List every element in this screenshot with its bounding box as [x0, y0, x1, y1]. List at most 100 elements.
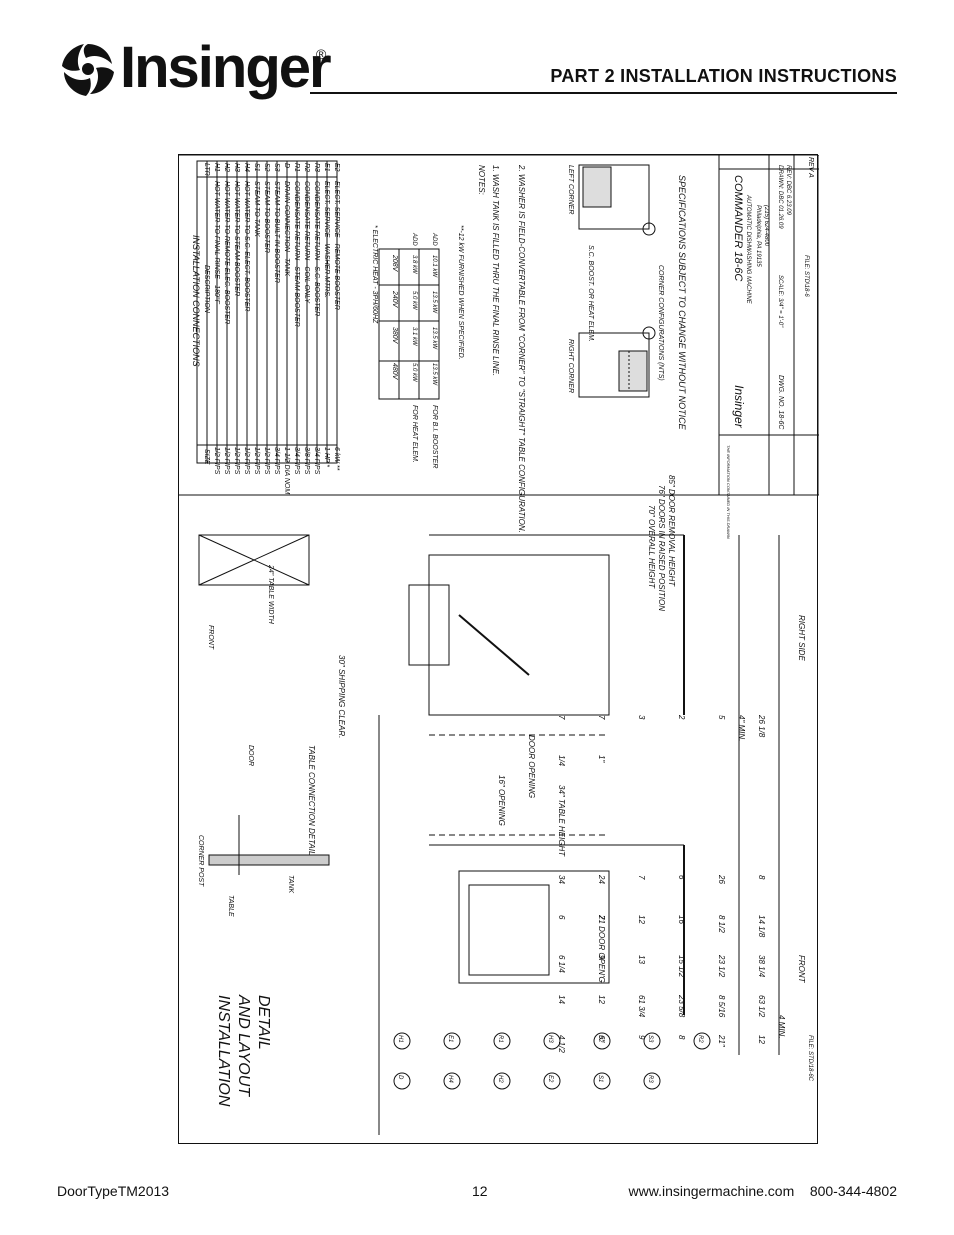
heat-value: 13.5 kW	[431, 363, 437, 386]
insinger-logo	[56, 38, 316, 100]
dimension-label: 21"	[717, 1034, 726, 1048]
plan-views	[198, 534, 780, 1135]
table-col-size: SIZE	[203, 449, 210, 465]
callout-label: R3	[647, 1075, 653, 1083]
callout-circle	[493, 1072, 511, 1090]
dimension-label: 7	[637, 875, 646, 880]
dimension-label: 8 5/16	[717, 995, 726, 1018]
heat-voltage: 208V	[391, 254, 398, 273]
table-connection-label: TABLE CONNECTION DETAIL	[307, 745, 316, 855]
heat-row-label: ADD	[411, 232, 417, 246]
heat-voltage: 240V	[391, 290, 398, 309]
right-side-label: RIGHT SIDE	[797, 615, 806, 661]
table-cell-ltr: R3	[313, 163, 320, 172]
company-city: Philadelphia, PA 19135	[755, 205, 761, 267]
heat-value: 13.5 kW	[431, 327, 437, 350]
heat-value: 13.5 kW	[431, 291, 437, 314]
table-col-ltr: LTR	[203, 163, 210, 176]
callout-circle	[643, 1072, 661, 1090]
disclaimer: THE INFORMATION CONTAINED IN THIS DRAWIN	[726, 445, 731, 539]
callout-circle	[643, 1032, 661, 1050]
dimension-label: 14 1/8	[757, 915, 766, 938]
notes-text: NOTES:1. WASH TANK IS FILLED THRU THE FI…	[477, 164, 526, 533]
heat-value: 3.1 kW	[411, 327, 417, 347]
overall-height-label: 70" OVERALL HEIGHT	[647, 505, 656, 589]
dimension-label: 26	[717, 874, 726, 884]
table-width-label: 24" TABLE WIDTH	[267, 564, 274, 625]
tank-label: TANK	[287, 875, 294, 893]
spec-notice: SPECIFICATIONS SUBJECT TO CHANGE WITHOUT…	[677, 175, 687, 431]
dimension-label: 6	[557, 915, 566, 920]
table-col-description: DESCRIPTION	[203, 265, 210, 314]
door-openg-label: 21 DOOR OPEN'G	[597, 914, 606, 983]
table-height-label: 34" TABLE HEIGHT	[557, 785, 566, 857]
file-name: FILE: STD\18-6	[803, 255, 809, 297]
callout-label: D	[397, 1075, 403, 1080]
table-cell-description: HOT WATER TO FINAL RINSE - 180°F	[213, 181, 221, 305]
dimension-label: 7	[597, 715, 606, 720]
table-cell-size: 3/4 FIPS	[293, 447, 300, 475]
drawing-title-line: INSTALLATION	[215, 995, 232, 1107]
table-cell-description: CONDENSATE RETURN - STEAM BOOSTER	[293, 181, 300, 327]
table-cell-ltr: S3	[273, 163, 280, 172]
table-cell-ltr: S2	[263, 163, 270, 172]
heat-value: 3.8 kW	[411, 255, 417, 275]
dimension-label: 14	[557, 995, 566, 1004]
table-cell-size: 3/8 FIPS	[303, 447, 310, 475]
callout-circle	[543, 1072, 561, 1090]
dimension-label: 2	[677, 714, 686, 720]
dimension-label: 8 1/2	[717, 915, 726, 933]
callout-label: H1	[397, 1035, 403, 1043]
footer-website[interactable]: www.insingermachine.com	[628, 1183, 795, 1199]
dimension-label: 9	[637, 1035, 646, 1040]
connections-table	[179, 160, 819, 496]
door-opening-16-label: 16" OPENING	[497, 775, 506, 826]
dimension-label: 7	[557, 715, 566, 720]
callout-circle	[393, 1032, 411, 1050]
note-item: 1. WASH TANK IS FILLED THRU THE FINAL RI…	[491, 165, 500, 376]
dimension-label: 4 1/2	[557, 1035, 566, 1053]
footer-phone: 800-344-4802	[809, 1183, 897, 1199]
company-phone: (215) 624-4800	[763, 205, 769, 247]
electric-heat-grid	[378, 248, 440, 400]
model-subtitle: AUTOMATIC DISHWASHING MACHINE	[745, 194, 751, 305]
dimension-label: 6 1/4	[557, 955, 566, 973]
company-name: Insinger	[732, 385, 746, 429]
dimension-label: 8	[677, 1035, 686, 1040]
drawing-title-line: DETAIL	[255, 995, 272, 1050]
registered-mark: ®	[316, 46, 327, 62]
dimension-label: 12	[757, 1035, 766, 1044]
table-cell-size: 1/2 FIPS	[253, 447, 260, 475]
corner-configurations	[578, 164, 656, 398]
table-cell-description: CONDENSATE RETURN - S.C. BOOSTER	[313, 181, 320, 316]
dimension-label: 61 3/4	[637, 995, 646, 1018]
table-cell-ltr: D	[283, 163, 290, 168]
dimension-label: 12	[637, 915, 646, 924]
table-cell-ltr: H2	[223, 163, 230, 172]
callout-label: S3	[647, 1035, 653, 1043]
dimension-label: 15 1/2	[677, 955, 686, 978]
callout-label: R1	[497, 1035, 503, 1043]
table-label: TABLE	[227, 895, 234, 917]
table-cell-ltr: R1	[293, 163, 300, 172]
note-item: 2. WASHER IS FIELD-CONVERTABLE FROM "COR…	[517, 164, 526, 533]
footer-page-number: 12	[472, 1183, 488, 1199]
drawing-svg: INSTALLATION CONNECTIONSLTRDESCRIPTIONSI…	[179, 154, 820, 1135]
table-cell-description: HOT WATER TO STEAM BOOSTER	[233, 181, 240, 296]
dimension-label: 7	[597, 915, 606, 920]
heat-value: 5.0 kW	[411, 363, 417, 383]
heat-value: 10.1 kW	[431, 255, 437, 278]
right-corner-label: RIGHT CORNER	[567, 339, 574, 393]
callout-circle	[593, 1032, 611, 1050]
dimension-label: 3	[637, 715, 646, 720]
table-cell-size: 3/4 FIPS	[313, 447, 320, 475]
dimension-label: 1/4	[557, 755, 566, 767]
dwg-number: DWG. NO. 18-6C	[777, 375, 784, 430]
table-cell-description: HOT WATER TO S.C. ELECT. BOOSTER	[243, 181, 250, 311]
table-cell-description: STEAM TO TANK	[253, 181, 260, 237]
scale: SCALE: 3/4" = 1'-0"	[777, 275, 783, 328]
front-view-label: FRONT	[797, 955, 806, 984]
